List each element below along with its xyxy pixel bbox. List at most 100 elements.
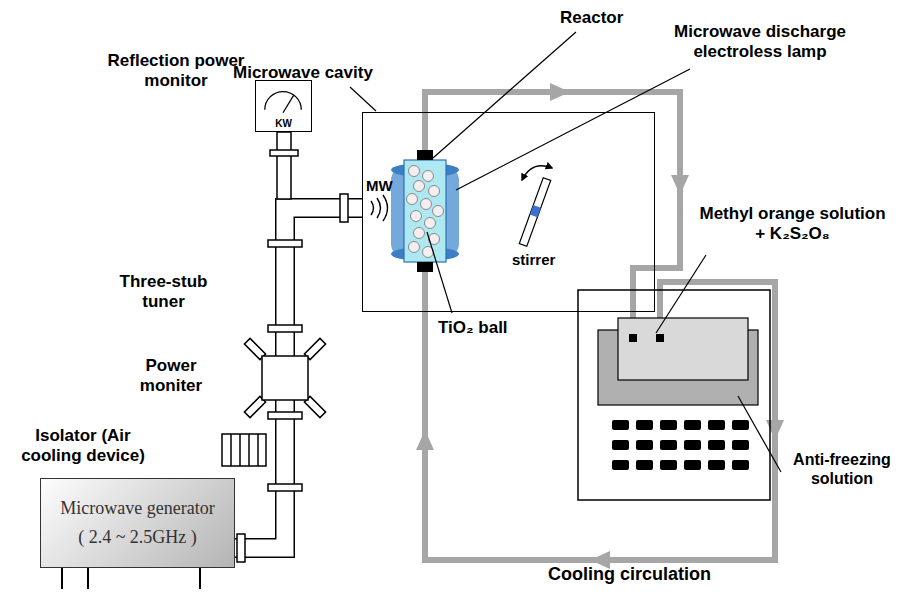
reactor: [391, 150, 459, 272]
key: [660, 420, 677, 430]
tio2-ball: [425, 218, 436, 229]
fin-box: [222, 434, 266, 466]
tio2-ball: [423, 171, 434, 182]
key: [684, 420, 701, 430]
fin: [239, 434, 241, 466]
node-title: Microwave generator: [60, 498, 214, 519]
monitor-body: [262, 356, 308, 400]
leader-line: [350, 87, 376, 111]
key: [612, 440, 629, 450]
stirrer-band: [530, 205, 541, 217]
monitor-pipe: [277, 132, 291, 199]
key: [612, 420, 629, 430]
flange: [340, 194, 348, 222]
cooling-pipe: [425, 92, 775, 560]
key: [684, 460, 701, 470]
leader-line: [656, 255, 706, 333]
tio2-ball: [414, 181, 425, 192]
key: [732, 420, 749, 430]
dial-needle: [283, 95, 294, 112]
key: [660, 460, 677, 470]
key: [708, 440, 725, 450]
microwave-generator: Microwave generator ( 2.4 ~ 2.5GHz ): [40, 478, 235, 568]
wave-arc: [377, 198, 381, 218]
return-pipe: [425, 272, 775, 560]
part-label: Microwave discharge electroless lamp: [660, 22, 860, 63]
waveguide: [235, 208, 362, 548]
flow-arrows: [416, 83, 784, 569]
tio2-ball: [409, 242, 420, 253]
stirrer-symbol: [519, 178, 550, 247]
part-label: Power moniter: [130, 356, 212, 397]
tio2-ball: [411, 211, 422, 222]
leader-line: [738, 396, 781, 472]
flow-arrow: [671, 175, 689, 195]
leg: [87, 568, 89, 589]
rotation-arrow: [522, 166, 552, 180]
part-label: Reactor: [560, 8, 623, 28]
part-label: Isolator (Air cooling device): [8, 426, 158, 467]
flange: [268, 484, 302, 491]
microwave-waves: [371, 195, 388, 221]
flow-label: Cooling circulation: [548, 564, 711, 586]
fin: [230, 434, 232, 466]
power-monitor-symbol: [244, 338, 325, 417]
key: [612, 460, 629, 470]
fin: [248, 434, 250, 466]
chiller-unit: [578, 290, 770, 500]
chiller-body: [578, 290, 770, 500]
leader-line: [427, 232, 452, 313]
flange: [270, 150, 298, 156]
tio2-ball: [414, 228, 425, 239]
tio2-ball: [407, 194, 418, 205]
leg: [61, 568, 63, 589]
key: [708, 420, 725, 430]
part-label: TiO₂ ball: [438, 318, 508, 338]
tio2-ball: [421, 199, 432, 210]
key: [684, 440, 701, 450]
part-label: stirrer: [512, 251, 555, 269]
leg: [199, 568, 201, 589]
part-label: Methyl orange solution + K₂S₂O₈: [695, 204, 890, 245]
tio2-ball: [409, 166, 420, 177]
flow-arrow: [766, 420, 784, 440]
key: [732, 440, 749, 450]
node-text: KW: [256, 118, 311, 129]
key: [636, 420, 653, 430]
tio2-ball: [429, 186, 440, 197]
key: [708, 460, 725, 470]
waveguide-bore: [235, 208, 362, 548]
key: [732, 460, 749, 470]
key: [660, 440, 677, 450]
dial-arc: [265, 92, 302, 110]
generator-legs: [62, 568, 200, 589]
stirrer-rod: [519, 178, 550, 247]
keypad: [612, 420, 749, 470]
tio2-ball: [433, 206, 444, 217]
node-title: Microwave cavity: [233, 63, 373, 83]
isolator-fins: [222, 434, 266, 466]
flange: [268, 412, 302, 419]
tio2-balls: [407, 166, 444, 258]
key: [636, 460, 653, 470]
leader-lines: [350, 32, 781, 472]
supply-pipe: [425, 92, 680, 336]
power-meter: Reflection power monitorKW: [255, 80, 312, 132]
wave-arc: [383, 195, 388, 221]
node-title: Reflection power monitor: [101, 51, 251, 92]
solution-vessel: [618, 318, 748, 380]
flow-arrow: [416, 430, 434, 450]
reactor-tube: [404, 160, 446, 262]
flange: [268, 240, 302, 247]
microwave-cavity: Microwave cavity: [362, 112, 655, 312]
flange: [237, 534, 245, 562]
flow-arrow: [550, 83, 570, 101]
wave-arc: [371, 201, 374, 215]
part-label: Three-stub tuner: [106, 272, 221, 313]
fin: [257, 434, 259, 466]
reactor-cap: [417, 262, 433, 272]
part-label: Anti-freezing solution: [784, 450, 900, 488]
pipe-end: [629, 334, 637, 342]
node-text: ( 2.4 ~ 2.5GHz ): [78, 527, 197, 548]
pipe-end: [656, 334, 664, 342]
